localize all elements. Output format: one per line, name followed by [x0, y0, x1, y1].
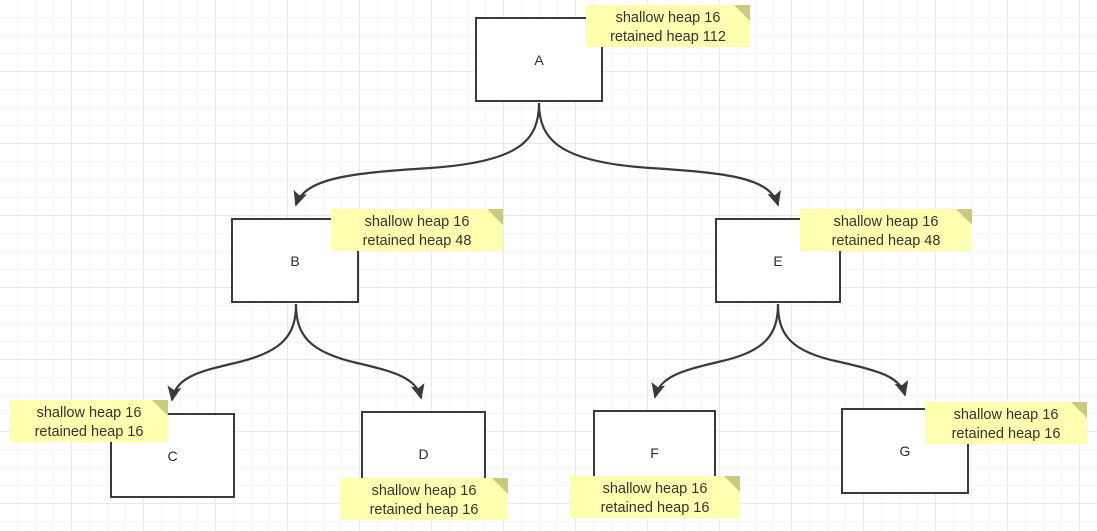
note-a-retained: retained heap 112: [610, 29, 726, 46]
note-fold-icon: [956, 209, 972, 225]
node-b-label: B: [290, 252, 300, 269]
node-d-label: D: [418, 445, 429, 462]
note-e-shallow: shallow heap 16: [833, 214, 939, 230]
edge-a-e: [537, 102, 781, 207]
note-node-c[interactable]: shallow heap 16 retained heap 16: [10, 400, 168, 442]
note-node-f[interactable]: shallow heap 16 retained heap 16: [570, 476, 740, 518]
node-e-label: E: [773, 252, 783, 269]
note-f-shallow: shallow heap 16: [602, 481, 708, 497]
node-g-label: G: [899, 443, 911, 459]
note-b-retained: retained heap 48: [362, 233, 472, 250]
note-g-retained: retained heap 16: [951, 426, 1061, 443]
note-fold-icon: [724, 476, 740, 492]
note-c-retained: retained heap 16: [34, 424, 144, 441]
note-c-shallow: shallow heap 16: [36, 405, 142, 421]
note-node-e[interactable]: shallow heap 16 retained heap 48: [800, 209, 972, 251]
node-a[interactable]: A: [475, 17, 603, 102]
note-fold-icon: [487, 209, 503, 225]
note-a-shallow: shallow heap 16: [615, 10, 721, 26]
node-a-label: A: [534, 51, 544, 68]
note-b-shallow: shallow heap 16: [364, 214, 470, 230]
note-node-b[interactable]: shallow heap 16 retained heap 48: [331, 209, 503, 251]
edge-b-d: [294, 303, 425, 400]
note-e-retained: retained heap 48: [831, 233, 941, 250]
note-fold-icon: [152, 400, 168, 416]
edge-b-c: [167, 303, 298, 402]
note-fold-icon: [492, 478, 508, 494]
edge-a-b: [293, 102, 541, 207]
node-c-label: C: [167, 447, 178, 464]
note-node-d[interactable]: shallow heap 16 retained heap 16: [340, 478, 508, 520]
note-f-retained: retained heap 16: [600, 500, 710, 517]
node-f-label: F: [650, 444, 659, 461]
note-g-shallow: shallow heap 16: [953, 407, 1059, 423]
note-fold-icon: [1071, 402, 1087, 418]
edge-e-g: [776, 303, 909, 397]
note-node-g[interactable]: shallow heap 16 retained heap 16: [925, 402, 1087, 444]
note-fold-icon: [734, 5, 750, 21]
note-d-retained: retained heap 16: [369, 502, 479, 519]
note-d-shallow: shallow heap 16: [371, 483, 477, 499]
note-node-a[interactable]: shallow heap 16 retained heap 112: [586, 5, 750, 47]
edge-e-f: [651, 303, 780, 399]
